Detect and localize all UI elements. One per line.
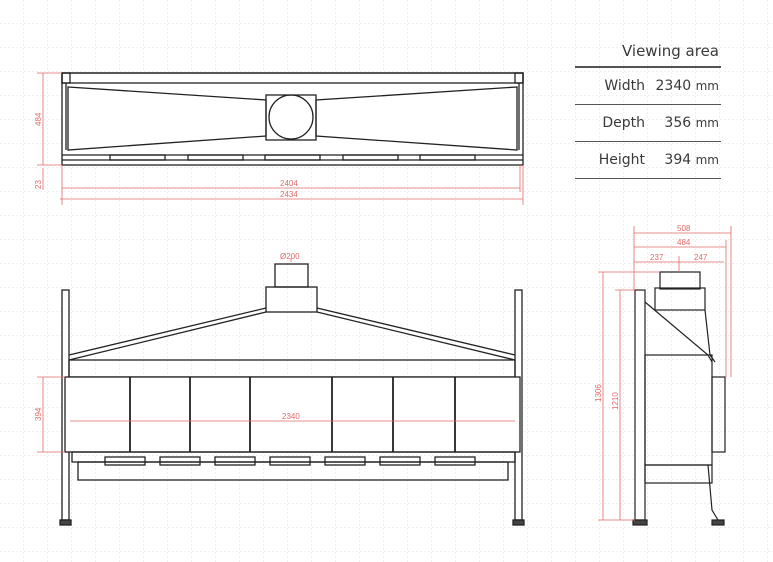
dim-top-width-outer: 2434 (280, 190, 298, 199)
dim-side-front: 237 (650, 253, 664, 262)
spec-label: Height (598, 152, 645, 168)
top-view (61, 72, 524, 166)
spec-row-depth: Depth 356 mm (575, 105, 721, 142)
dim-top-base: 23 (34, 180, 43, 189)
dim-side-depth: 484 (677, 238, 691, 247)
spec-unit: mm (695, 79, 719, 93)
dim-flue-diameter: Ø200 (280, 252, 300, 261)
spec-row-height: Height 394 mm (575, 142, 721, 179)
top-view-dimensions (37, 72, 524, 205)
flue-circle (268, 94, 314, 140)
spec-number: 356 (664, 115, 692, 131)
dim-side-outer-depth: 508 (677, 224, 691, 233)
dim-glass-width: 2340 (282, 412, 300, 421)
side-view (632, 271, 726, 526)
spec-unit: mm (695, 116, 719, 130)
front-view-dimensions (37, 258, 515, 453)
dim-side-total-height: 1306 (594, 384, 603, 402)
spec-value: 356 mm (655, 115, 721, 131)
front-view (59, 263, 525, 526)
viewing-area-table: Viewing area Width 2340 mm Depth 356 mm … (575, 38, 721, 179)
dim-top-height: 484 (34, 112, 43, 126)
spec-unit: mm (695, 153, 719, 167)
viewing-area-title: Viewing area (575, 38, 721, 68)
spec-number: 2340 (655, 78, 692, 94)
spec-number: 394 (664, 152, 692, 168)
dim-side-body-height: 1210 (611, 392, 620, 410)
dim-top-width-inner: 2404 (280, 179, 298, 188)
spec-value: 2340 mm (655, 78, 721, 94)
spec-value: 394 mm (655, 152, 721, 168)
dim-side-back: 247 (694, 253, 708, 262)
spec-label: Width (604, 78, 645, 94)
side-view-dimensions (598, 226, 732, 521)
spec-row-width: Width 2340 mm (575, 68, 721, 105)
dim-glass-height: 394 (34, 407, 43, 421)
spec-label: Depth (602, 115, 645, 131)
